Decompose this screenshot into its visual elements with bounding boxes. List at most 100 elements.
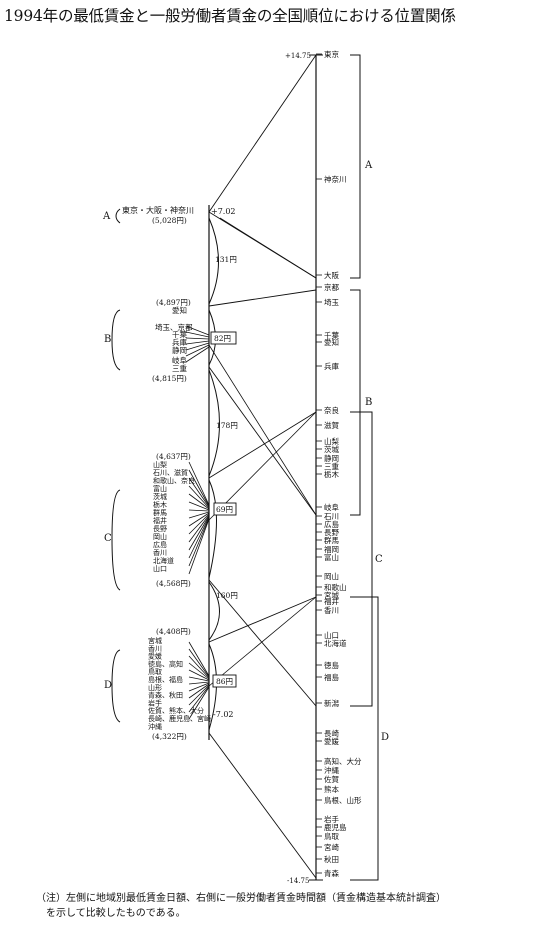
right-prefecture-label: 千葉 (324, 330, 339, 340)
group-d-entry: 愛媛 (148, 652, 162, 661)
right-group-b-letter: B (365, 397, 372, 408)
right-prefecture-label: 沖縄 (324, 765, 339, 775)
right-prefecture-label: 福岡 (324, 545, 339, 554)
group-c-entry: 茨城 (153, 492, 167, 501)
group-c-entry: 山梨 (153, 460, 167, 469)
right-prefecture-label: 静岡 (324, 453, 339, 463)
group-b-entry: 兵庫 (172, 337, 187, 347)
group-d-entry: 長崎、鹿児島、宮崎 (148, 714, 211, 723)
group-c-entry: 岡山 (153, 532, 167, 541)
group-c-box (213, 502, 237, 516)
group-d-entry: 島根、福島 (148, 675, 183, 684)
right-prefecture-label: 栃木 (324, 469, 339, 479)
right-prefecture-label: 鳥取 (324, 831, 339, 841)
group-c-entry: 北海道 (153, 556, 174, 565)
right-prefecture-label: 青森 (324, 868, 339, 878)
note-line-2: を示して比較したものである。 (46, 908, 186, 919)
group-d-box (212, 674, 237, 688)
right-prefecture-label: 岡山 (324, 571, 339, 581)
group-d-entry: 青森、秋田 (148, 691, 183, 700)
left-axis-bottom-label: -7.02 (213, 710, 234, 719)
group-c-entry: 富山 (153, 484, 167, 493)
gap-curves (208, 217, 220, 731)
right-prefecture-label: 長崎 (324, 728, 339, 738)
right-prefecture-label: 広島 (324, 519, 339, 529)
left-group-a-letter: A (102, 211, 111, 222)
group-c-entry: 栃木 (153, 500, 167, 509)
group-c-box-label: 69円 (216, 505, 233, 514)
right-prefecture-label: 宮崎 (324, 842, 339, 852)
group-b-entry: 埼玉、京都 (155, 322, 193, 332)
group-b-amount-bottom: (4,815円) (152, 374, 187, 383)
group-d-entry: 佐賀、熊本、大分 (148, 706, 204, 715)
right-group-a-letter: A (364, 160, 373, 171)
group-c-amount-bottom: (4,568円) (156, 579, 191, 588)
group-d-fan (188, 641, 210, 720)
right-prefecture-label: 新潟 (324, 698, 339, 708)
right-axis-top-label: +14.75 (285, 52, 311, 60)
group-d-amount-top: (4,408円) (156, 627, 191, 636)
gap-label-bc: 178円 (216, 421, 238, 430)
right-prefecture-label: 東京 (324, 49, 339, 59)
group-c-entry: 福井 (153, 516, 167, 525)
gap-label-cd: 160円 (216, 591, 238, 600)
right-brackets (350, 54, 379, 881)
connector-lines (208, 54, 317, 879)
group-d-amount-bottom: (4,322円) (152, 732, 187, 741)
right-axis-bottom-label: -14.75 (287, 877, 309, 885)
right-prefecture-label: 滋賀 (324, 420, 339, 430)
right-prefecture-label: 兵庫 (324, 361, 339, 371)
right-prefecture-label: 福島 (324, 672, 339, 682)
right-prefecture-label: 岩手 (324, 814, 339, 824)
figure-note: （注）左側に地域別最低賃金日額、右側に一般労働者賃金時間額（賃金構造基本統計調査… (36, 891, 526, 921)
group-c-entry: 広島 (153, 540, 167, 549)
left-group-c-letter: C (104, 533, 112, 544)
group-d-entry: 山形 (148, 683, 162, 692)
group-c-fan (188, 461, 210, 575)
right-prefecture-label: 神奈川 (324, 174, 347, 184)
group-d-entry: 徳島、高知 (148, 659, 183, 668)
right-prefecture-label: 鳥根、山形 (324, 795, 362, 805)
right-prefecture-label: 宮城 (324, 590, 339, 600)
right-prefecture-label: 山梨 (324, 436, 339, 446)
note-line-1: （注）左側に地域別最低賃金日額、右側に一般労働者賃金時間額（賃金構造基本統計調査… (36, 893, 446, 904)
right-prefecture-label: 高知、大分 (324, 756, 362, 766)
group-c-entry: 群馬 (153, 508, 167, 517)
right-prefecture-label: 北海道 (324, 638, 347, 648)
group-b-entry: 静岡 (172, 345, 187, 355)
group-c-entry: 和歌山、奈良 (153, 476, 195, 485)
group-d-entries: 宮城香川愛媛徳島、高知鳥取島根、福島山形青森、秋田岩手佐賀、熊本、大分長崎、鹿児… (148, 636, 211, 731)
group-d-entry: 鳥取 (148, 667, 162, 676)
group-d-entry: 宮城 (148, 636, 162, 645)
right-prefecture-label: 長野 (324, 528, 339, 537)
group-b-amount-top: (4,897円) (156, 298, 191, 307)
group-c-entry: 石川、滋賀 (153, 468, 188, 477)
left-group-d-letter: D (104, 680, 112, 691)
right-prefecture-label: 山口 (324, 630, 339, 640)
right-prefecture-label: 秋田 (324, 854, 339, 864)
group-c-entry: 香川 (153, 548, 167, 557)
left-group-b-letter: B (104, 334, 111, 345)
right-prefecture-label: 愛媛 (324, 736, 339, 746)
group-a-amount: (5,028円) (152, 216, 187, 225)
right-prefecture-label: 富山 (324, 552, 339, 562)
right-group-c-letter: C (375, 554, 383, 565)
group-b-fan (185, 325, 210, 363)
right-prefecture-label: 奈良 (324, 405, 339, 415)
right-prefecture-label: 福井 (324, 596, 339, 606)
right-prefecture-label: 香川 (324, 605, 339, 615)
group-d-box-label: 86円 (216, 677, 233, 686)
group-c-entry: 長野 (153, 525, 167, 533)
group-a-label: 東京・大阪・神奈川 (122, 205, 194, 215)
right-prefecture-label: 埼玉 (324, 297, 339, 307)
right-prefecture-label: 石川 (324, 512, 339, 521)
group-d-entry: 岩手 (148, 698, 162, 707)
right-prefecture-label: 大阪 (324, 270, 339, 280)
left-axis-top-label: +7.02 (211, 207, 236, 216)
right-prefecture-label: 愛知 (324, 337, 339, 347)
right-prefecture-list: 東京神奈川大阪京都埼玉千葉愛知兵庫奈良滋賀山梨茨城静岡三重栃木岐阜石川広島長野群… (316, 49, 362, 878)
group-b-entry: 愛知 (172, 305, 187, 315)
group-c-amount-top: (4,637円) (156, 452, 191, 461)
